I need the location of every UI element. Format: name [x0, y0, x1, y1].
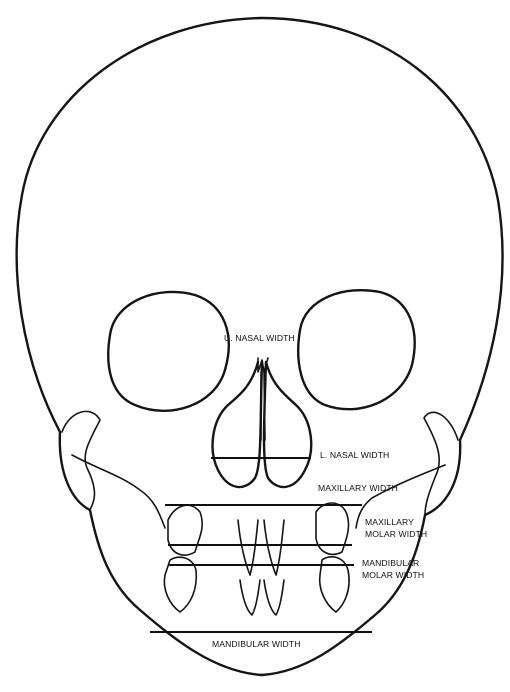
right-orbit — [298, 290, 414, 409]
label-mandibular-molar-width-1: MANDIBULAR — [362, 558, 419, 568]
label-mandibular-width: MANDIBULAR WIDTH — [212, 639, 301, 649]
right-ear-outline — [424, 412, 458, 515]
label-maxillary-molar-width-1: MAXILLARY — [365, 517, 414, 527]
left-ear-outline — [62, 411, 100, 510]
label-maxillary-molar-width-2: MOLAR WIDTH — [365, 529, 427, 539]
lower-incisors — [240, 580, 284, 615]
label-lower-nasal-width: L. NASAL WIDTH — [320, 450, 389, 460]
left-upper-molar — [168, 505, 202, 555]
left-orbit — [108, 292, 228, 411]
cranium-outline — [17, 18, 503, 440]
label-mandibular-molar-width-2: MOLAR WIDTH — [362, 570, 424, 580]
label-upper-nasal-width: U. NASAL WIDTH — [224, 333, 295, 343]
label-maxillary-width: MAXILLARY WIDTH — [318, 483, 398, 493]
upper-incisors — [238, 520, 284, 575]
right-upper-molar — [316, 503, 349, 554]
